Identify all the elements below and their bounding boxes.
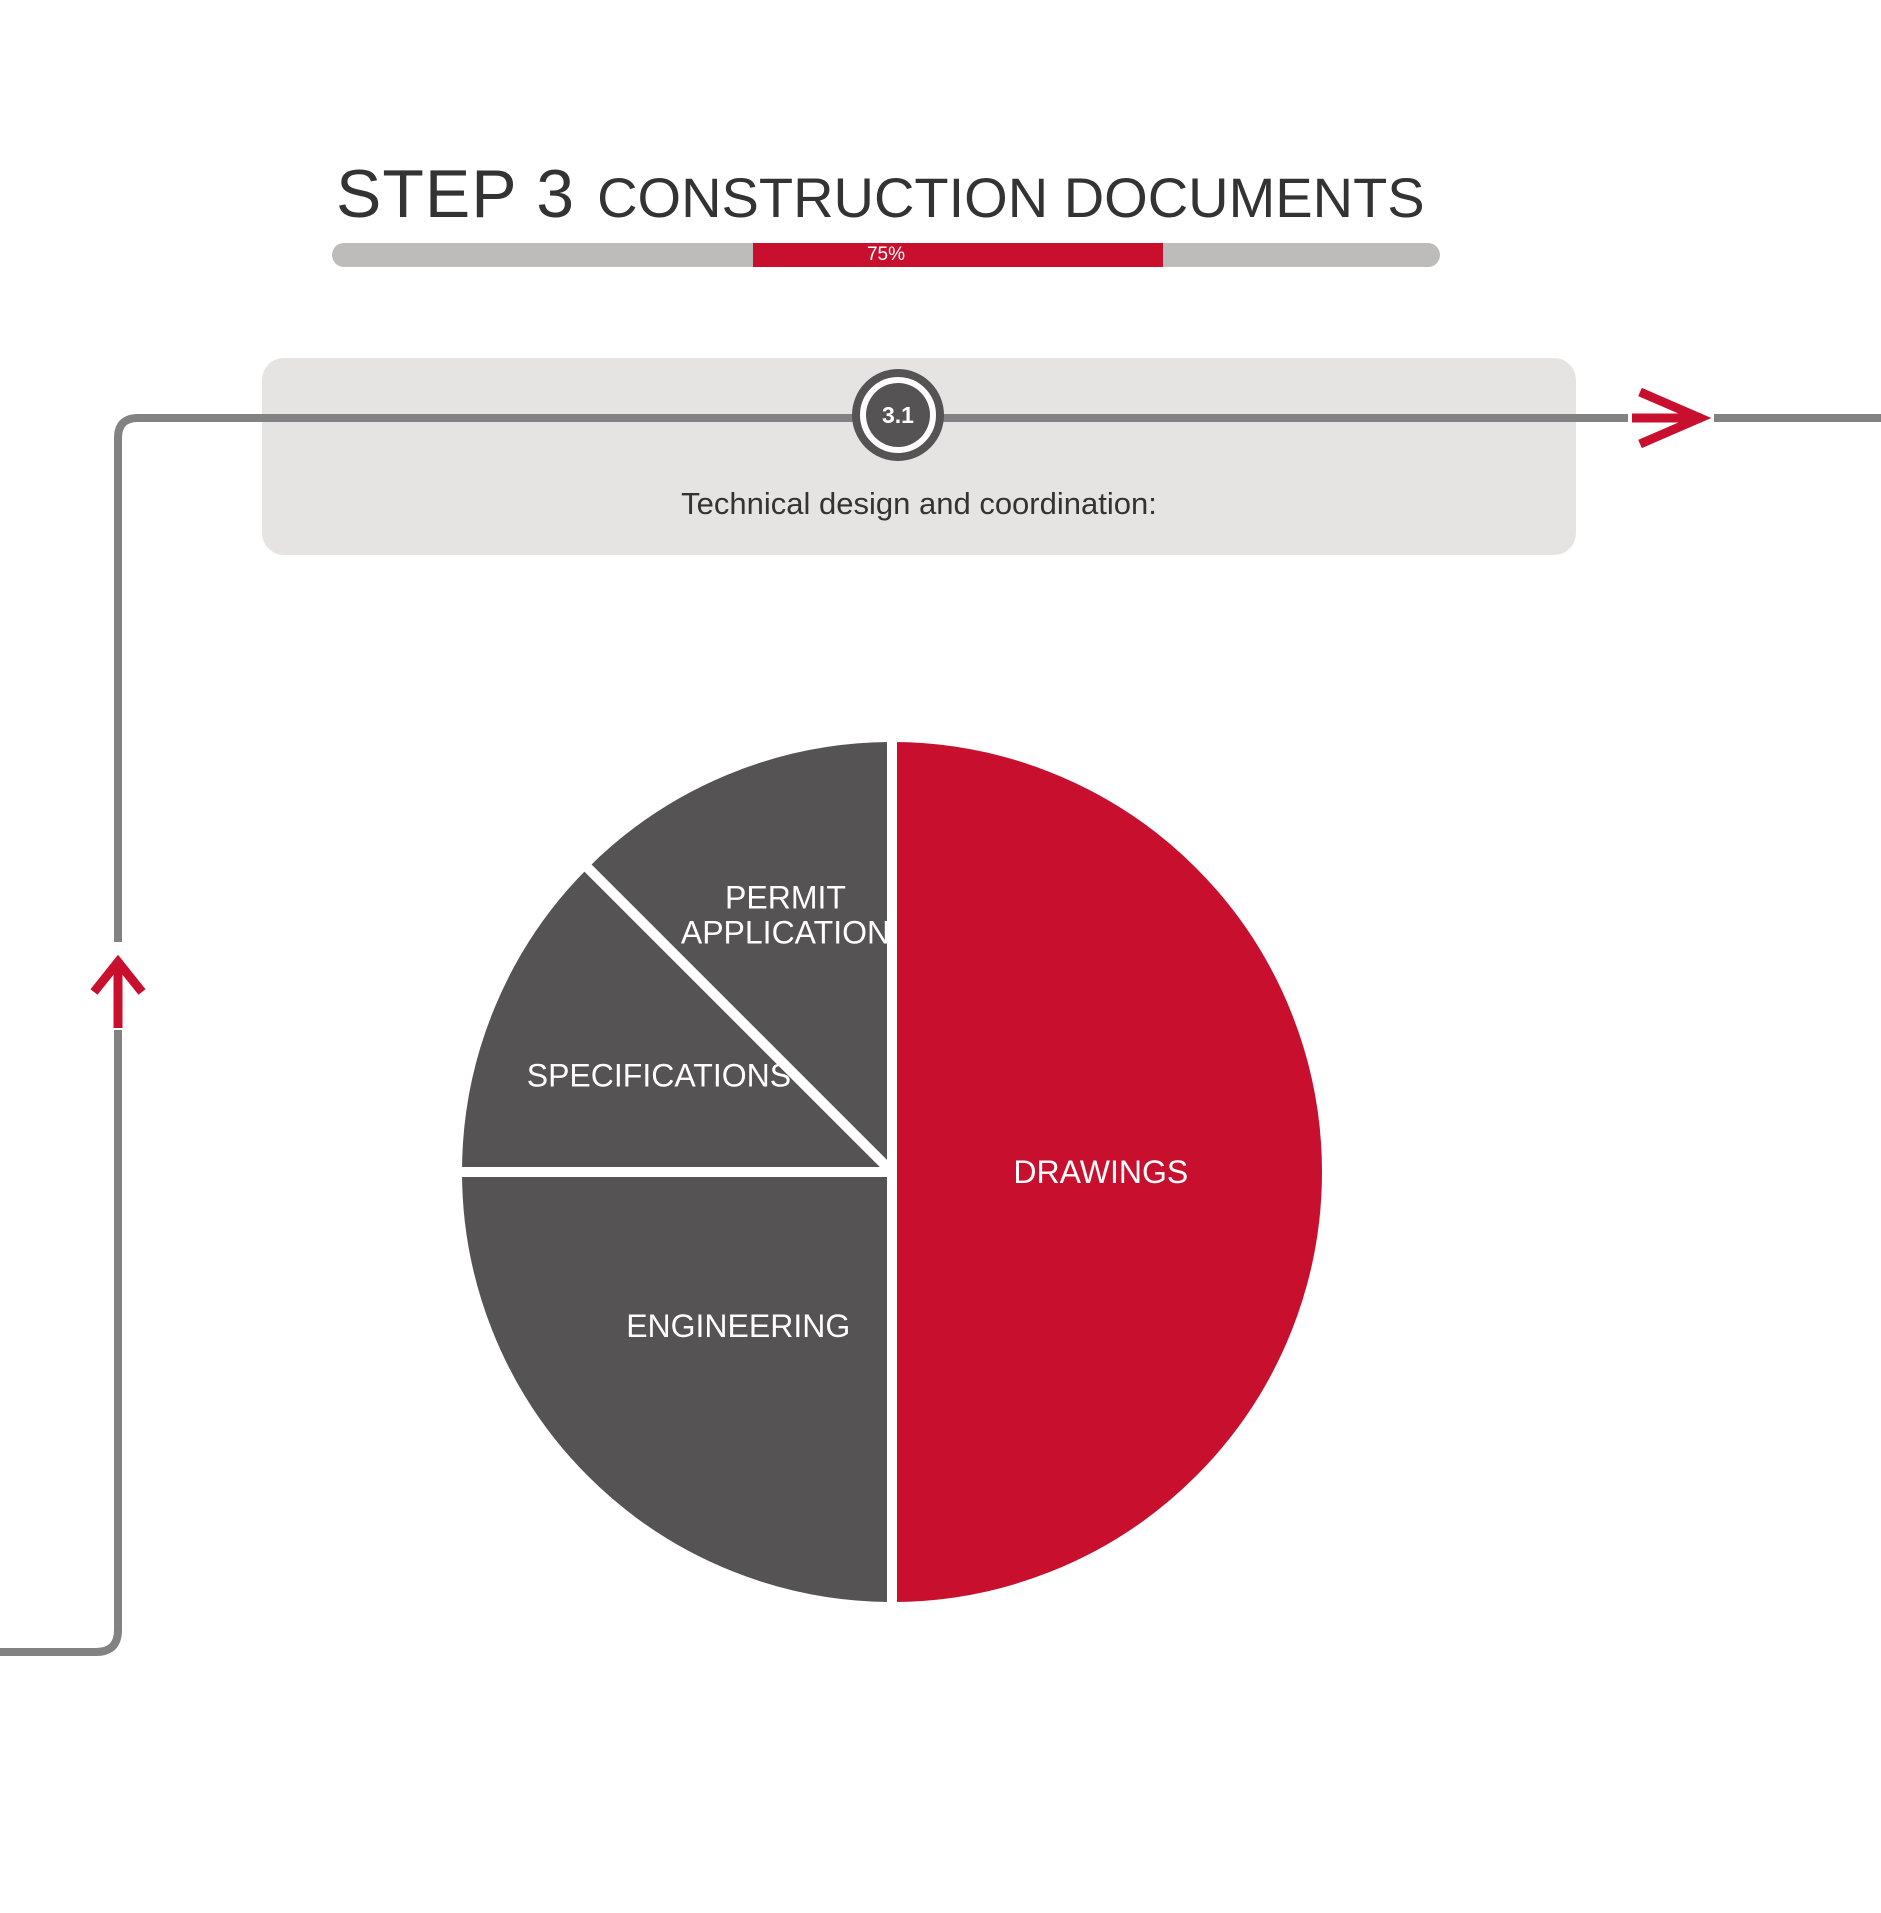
progress-bar-fill	[753, 243, 1163, 267]
pie-slice-specifications	[452, 859, 897, 1177]
progress-label: 75%	[866, 244, 906, 265]
pie-label-line: SPECIFICATIONS	[527, 1057, 791, 1093]
pie-label-engineering: ENGINEERING	[626, 1308, 850, 1344]
pie-slice-permit-application	[579, 732, 897, 1177]
step-label: STEP 3	[336, 156, 576, 232]
page-header: STEP 3 CONSTRUCTION DOCUMENTS	[336, 155, 1425, 233]
stage-description: Technical design and coordination:	[681, 486, 1157, 521]
arrow-up-icon	[90, 954, 146, 1028]
flow-line	[0, 414, 1881, 1656]
pie-label-specifications: SPECIFICATIONS	[527, 1057, 791, 1093]
pie-slice-engineering	[452, 1167, 897, 1612]
pie-slice-drawings	[887, 732, 1332, 1612]
pie-label-line: APPLICATION	[681, 914, 890, 950]
pie-label-line: DRAWINGS	[1013, 1154, 1188, 1190]
stage-number-badge: 3.1	[852, 369, 944, 461]
arrow-right-icon	[1632, 387, 1712, 449]
stage-number: 3.1	[866, 383, 930, 447]
progress-bar: 75%	[332, 243, 1440, 267]
pie-label-line: PERMIT	[725, 879, 846, 915]
step-title: CONSTRUCTION DOCUMENTS	[597, 166, 1425, 229]
pie-label-line: ENGINEERING	[626, 1308, 850, 1344]
pie-label-drawings: DRAWINGS	[1013, 1154, 1188, 1190]
